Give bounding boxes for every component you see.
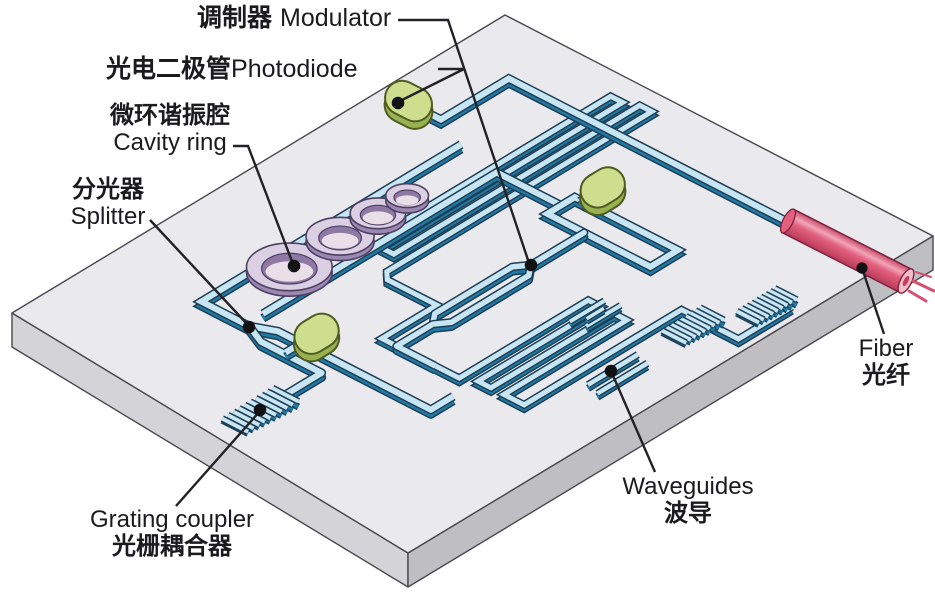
waveguide-loop	[538, 192, 688, 277]
label-grating-coupler: Grating coupler 光栅耦合器	[82, 506, 262, 561]
label-waveguides: Waveguides 波导	[613, 473, 763, 528]
photodiode	[292, 312, 341, 363]
waveguide-splitter-arm-a	[248, 321, 456, 419]
grating-coupler-right-b	[660, 304, 726, 348]
light-ray	[915, 271, 932, 278]
grating-bar	[735, 308, 761, 328]
leader-photodiode	[399, 67, 465, 103]
dot-photodiode	[391, 96, 405, 110]
waveguide-bar	[595, 360, 650, 401]
leader-grating	[175, 410, 261, 507]
label-splitter-zh: 分光器	[72, 176, 144, 203]
waveguide-coupler-bar	[584, 305, 606, 325]
leader-fiber	[860, 267, 886, 335]
dot-grating	[253, 403, 267, 417]
grating-bar	[226, 412, 256, 434]
cavity-ring	[305, 216, 375, 262]
leader-waveguides	[609, 370, 657, 473]
light-ray	[907, 289, 928, 303]
label-grating-coupler-en: Grating coupler	[89, 506, 255, 533]
label-waveguides-zh: 波导	[664, 499, 712, 527]
label-fiber: Fiber 光纤	[841, 335, 931, 390]
fiber-core	[902, 275, 910, 287]
light-ray	[911, 279, 935, 293]
dot-waveguides	[604, 364, 618, 378]
label-photodiode-zh: 光电二极管	[106, 55, 232, 83]
label-modulator-zh: 调制器	[197, 4, 273, 32]
label-fiber-zh: 光纤	[862, 361, 910, 389]
fiber-end-on-chip	[779, 208, 797, 234]
label-splitter-en: Splitter	[70, 202, 146, 230]
cavity-rings	[245, 182, 430, 297]
waveguide-coupler-bar	[584, 302, 623, 333]
label-photodiode-en: Photodiode	[231, 55, 358, 83]
label-splitter: 分光器 Splitter	[58, 176, 158, 231]
leader-lines	[149, 18, 886, 507]
dot-cavity-ring	[287, 259, 301, 273]
leader-modulator	[398, 18, 531, 264]
photodiodes	[292, 79, 627, 363]
label-cavity-ring-zh: 微环谐振腔	[110, 102, 230, 129]
cavity-ring	[245, 242, 333, 297]
label-photodiode: 光电二极管Photodiode	[106, 55, 358, 83]
grating-bar	[660, 327, 688, 348]
label-cavity-ring-en: Cavity ring	[113, 128, 227, 156]
dot-modulator	[524, 258, 538, 272]
waveguide-bus-lower	[260, 167, 564, 323]
modulator-output	[392, 320, 438, 375]
dot-fiber	[856, 262, 868, 274]
label-grating-coupler-zh: 光栅耦合器	[112, 532, 232, 560]
label-modulator-en: Modulator	[280, 4, 392, 32]
leader-splitter	[149, 219, 249, 326]
modulator-input	[526, 228, 589, 274]
cavity-ring	[384, 182, 430, 214]
label-waveguides-en: Waveguides	[622, 473, 754, 500]
grating-bar	[220, 415, 250, 437]
label-cavity-ring: 微环谐振腔 Cavity ring	[100, 102, 240, 157]
label-fiber-en: Fiber	[858, 335, 914, 362]
leader-cavity-ring	[233, 144, 295, 265]
grating-coupler-right-a	[735, 285, 799, 328]
photodiode	[579, 166, 627, 217]
dot-splitter	[242, 320, 256, 334]
